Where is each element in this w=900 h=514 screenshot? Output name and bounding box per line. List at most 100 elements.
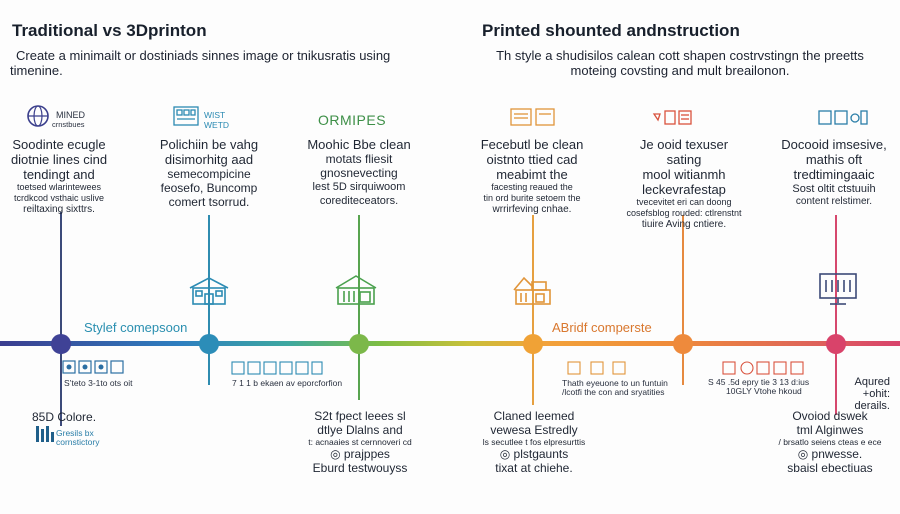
timeline-dot-2[interactable] bbox=[199, 334, 219, 354]
factory-icon bbox=[334, 274, 378, 311]
col4-line: oistnto ttied cad bbox=[486, 152, 578, 167]
building-icon bbox=[173, 106, 199, 131]
col5-line: cosefsblog rouded: ctlrenstnt bbox=[626, 208, 742, 218]
col5-line: Je ooid texuser sating bbox=[639, 137, 729, 167]
timeline-connector-1 bbox=[60, 212, 62, 426]
col4-line: wrrirfeving cnhae. bbox=[492, 204, 572, 215]
col4-bottom: Claned leemed vewesa Estredly ls secutle… bbox=[478, 409, 590, 475]
col1-line: tcrdkcod vsthaic uslive bbox=[13, 193, 105, 203]
bars-icon bbox=[36, 426, 54, 447]
col1-line: tendingt and bbox=[23, 167, 95, 182]
shapes-icon bbox=[722, 361, 810, 380]
col3-text: Moohic Bbe clean motats fliesit gnosneve… bbox=[296, 137, 422, 208]
globe-icon bbox=[26, 104, 50, 133]
col6-bottom-line: Ovoiod dswek bbox=[792, 409, 868, 423]
col1-bottom-small-1: Gresils bx bbox=[56, 428, 94, 438]
timeline-dot-1[interactable] bbox=[51, 334, 71, 354]
media-icon bbox=[818, 110, 868, 131]
col2-line: semecompicine bbox=[167, 167, 251, 181]
col1-bottom-small-2: cornstictory bbox=[56, 437, 100, 447]
col5-line: tvecevitet eri can doong bbox=[636, 197, 732, 207]
col3-bottom-line: Eburd testwouyss bbox=[312, 461, 408, 475]
col5-middle-1: S 45 .5d epry tie 3 13 d:ius bbox=[708, 377, 810, 387]
col6-line: content relstimer. bbox=[795, 196, 873, 207]
right-intro: Th style a shudisilos calean cott shapen… bbox=[462, 48, 898, 78]
timeline-connector-5 bbox=[682, 215, 684, 385]
timeline-label-right: ABridf comperste bbox=[552, 320, 652, 335]
col1-line: toetsed wlarintewees bbox=[16, 182, 102, 192]
col5-line: tiuire Aving cntiere. bbox=[641, 219, 727, 230]
left-intro: Create a minimailt or dostiniads sinnes … bbox=[10, 48, 456, 78]
col6-side-line: +ohit: bbox=[862, 388, 890, 400]
col2-middle-text: 7 1 1 b ekaen av eporcforfion bbox=[232, 378, 343, 388]
col6-line: Docooid imsesive, bbox=[781, 137, 887, 152]
timeline-dot-6[interactable] bbox=[826, 334, 846, 354]
gallery-icon bbox=[62, 360, 124, 379]
col2-line: comert tsorrud. bbox=[168, 195, 250, 209]
col6-line: Sost oltit ctstuuih bbox=[792, 183, 876, 195]
col3-line: gnosnevecting bbox=[320, 166, 398, 180]
col4-bottom-line: tixat at chiehe. bbox=[495, 461, 573, 475]
col4-line: facesting reaued the bbox=[491, 182, 573, 192]
panels-icon bbox=[231, 361, 323, 380]
col2-line: Polichiin be vahg bbox=[159, 137, 259, 152]
timeline-dot-3[interactable] bbox=[349, 334, 369, 354]
col3-bottom-line: S2t fpect leees sl bbox=[314, 409, 406, 423]
col4-bottom-line: ◎ plstgaunts bbox=[499, 447, 569, 461]
col6-bottom-line: ◎ pnwesse. bbox=[797, 447, 863, 461]
col6-bottom-line: sbaisl ebectiuas bbox=[787, 461, 873, 475]
col5-middle-2: 10GLY Vtohe hkoud bbox=[726, 386, 802, 396]
col6-bottom-line: tml Alginwes bbox=[796, 423, 864, 437]
col1-icon-label-1: MINED bbox=[56, 110, 85, 120]
col4-line: meabimt the bbox=[496, 167, 568, 182]
timeline-connector-6 bbox=[835, 215, 837, 415]
col3-bottom-line: dtlye Dlalns and bbox=[317, 423, 403, 437]
col6-bottom-line: / brsatlo seiens cteas e ece bbox=[778, 437, 882, 447]
house-icon bbox=[188, 276, 230, 311]
timeline-bar bbox=[0, 341, 900, 346]
col4-middle-2: /lcotfi the con and sryatities bbox=[562, 387, 665, 397]
col6-line: tredtimingaaic bbox=[793, 167, 875, 182]
tools-icon bbox=[652, 110, 692, 131]
col6-bottom: Ovoiod dswek tml Alginwes / brsatlo seie… bbox=[772, 409, 888, 475]
col1-line: diotnie lines cind bbox=[10, 152, 108, 167]
col1-icon-label-2: crnstbues bbox=[52, 120, 85, 129]
left-intro-line-2: timenine. bbox=[10, 63, 63, 78]
col1-bottom-title: 85D Colore. bbox=[32, 410, 97, 424]
col1-middle-text: S’teto 3-1to ots oit bbox=[64, 378, 133, 388]
col2-line: disimorhitg aad bbox=[164, 152, 254, 167]
right-title: Printed shounted andnstruction bbox=[482, 21, 740, 40]
col4-bottom-line: Claned leemed bbox=[493, 409, 575, 423]
col1-line: Soodinte ecugle bbox=[12, 137, 106, 152]
col4-text: Fecebutl be clean oistnto ttied cad meab… bbox=[468, 137, 596, 216]
timeline-dot-5[interactable] bbox=[673, 334, 693, 354]
timeline-connector-3 bbox=[358, 215, 360, 400]
col4-line: tin ord burite setoem the bbox=[483, 193, 581, 203]
col3-line: Moohic Bbe clean bbox=[307, 137, 411, 152]
cards-icon bbox=[567, 361, 627, 380]
col6-side-line: Aqured bbox=[854, 376, 890, 388]
col1-text: Soodinte ecugle diotnie lines cind tendi… bbox=[0, 137, 118, 216]
col6-side-text: Aqured +ohit: derails. bbox=[848, 376, 890, 412]
col3-bottom: S2t fpect leees sl dtlye Dlalns and t: a… bbox=[300, 409, 420, 475]
col4-bottom-line: ls secutlee t fos elpresurttis bbox=[482, 437, 586, 447]
col2-icon-label-2: WETD bbox=[204, 120, 230, 130]
col3-line: corediteceators. bbox=[319, 195, 399, 207]
document-stack-icon bbox=[510, 108, 556, 131]
col5-line: mool witianmh bbox=[642, 167, 726, 182]
col6-text: Docooid imsesive, mathis oft tredtiminga… bbox=[770, 137, 898, 208]
timeline-label-left: Stylef comepsoon bbox=[84, 320, 188, 335]
col2-line: feosefo, Buncomp bbox=[160, 181, 258, 195]
timeline-dot-4[interactable] bbox=[523, 334, 543, 354]
warehouse-icon bbox=[512, 274, 554, 311]
monitor-icon bbox=[818, 272, 858, 311]
timeline-connector-2 bbox=[208, 215, 210, 385]
right-intro-line-1: Th style a shudisilos calean cott shapen… bbox=[496, 48, 864, 63]
col6-side-line: derails. bbox=[854, 400, 890, 412]
col6-line: mathis oft bbox=[805, 152, 863, 167]
col3-bottom-line: t: acnaaies st cernnoveri cd bbox=[308, 437, 412, 447]
right-intro-line-2: moteing covsting and mult breailonon. bbox=[570, 63, 790, 78]
col1-line: reiltaxing sixttrs. bbox=[23, 204, 95, 215]
col5-text: Je ooid texuser sating mool witianmh lec… bbox=[622, 137, 746, 231]
col3-line: motats fliesit bbox=[325, 152, 393, 166]
